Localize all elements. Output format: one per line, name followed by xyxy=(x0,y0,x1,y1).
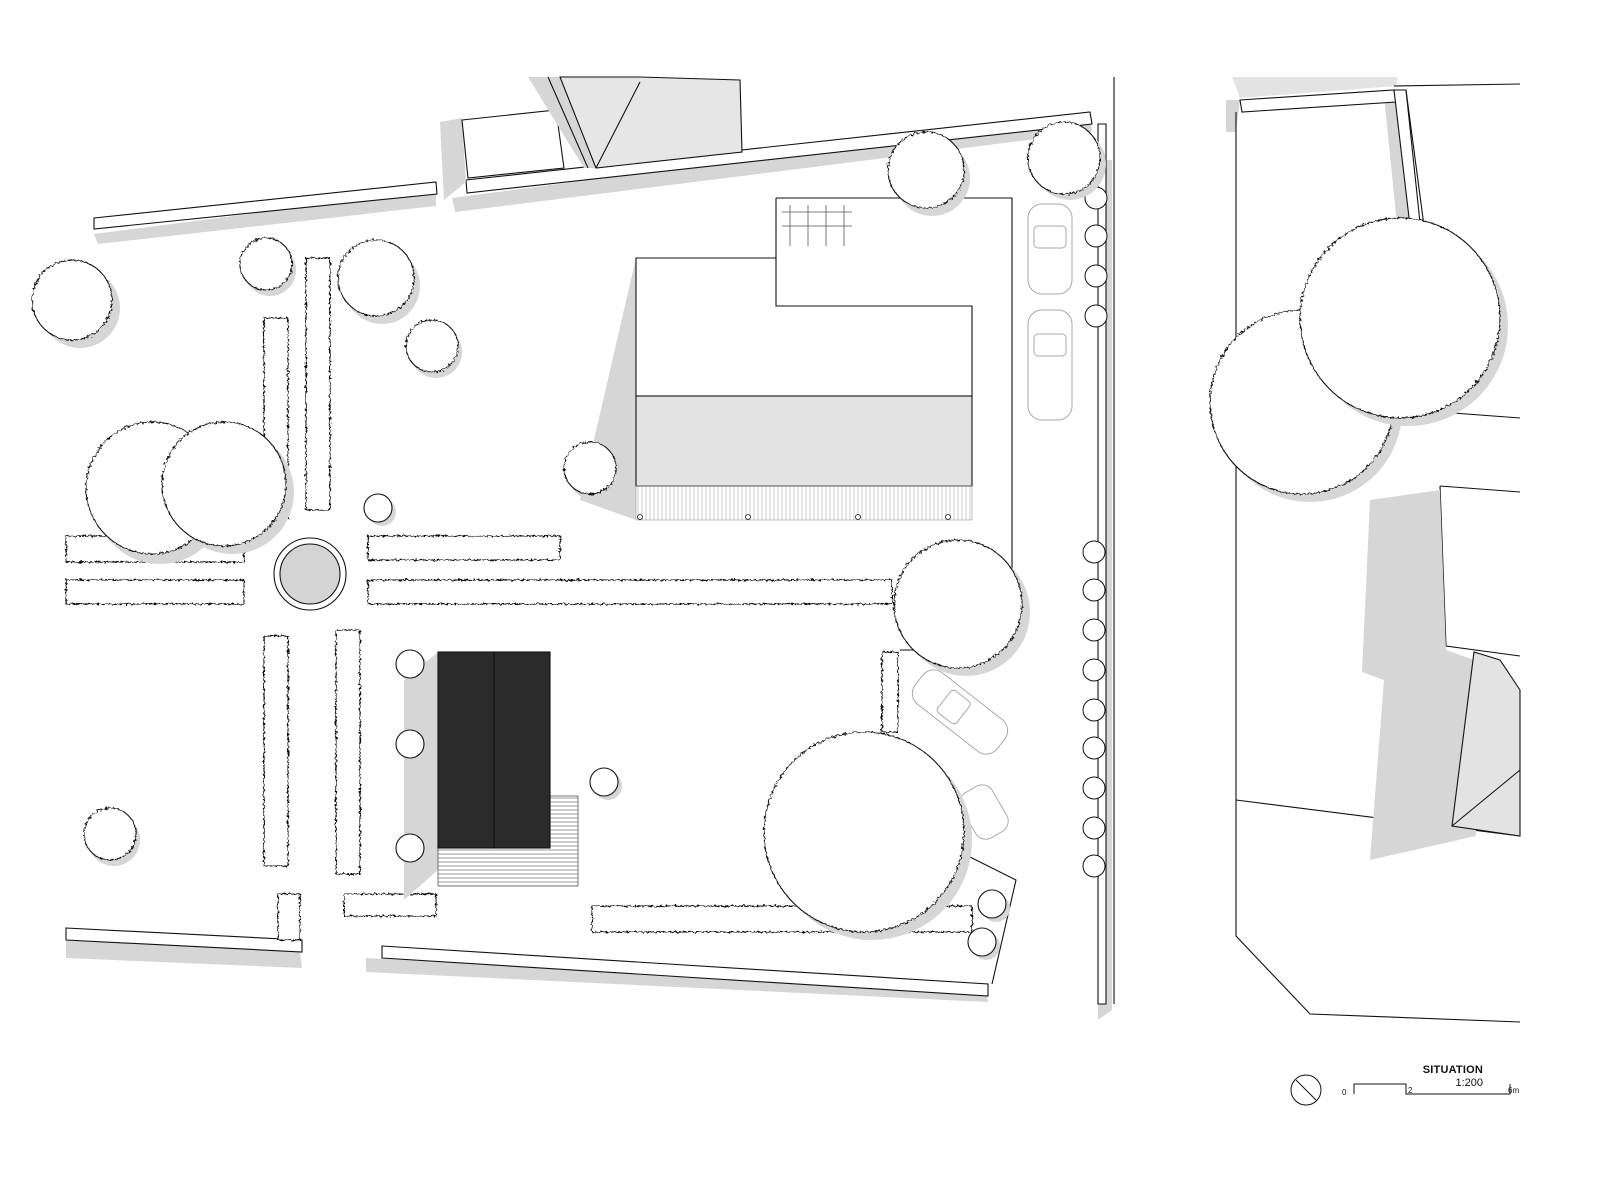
scale-bar-label-6m: 6m xyxy=(1508,1086,1519,1095)
main-building-roof xyxy=(635,257,973,397)
pavilion-roof-west xyxy=(437,651,495,849)
tree xyxy=(977,889,1010,922)
fountain-basin xyxy=(279,543,341,605)
right-building-outline-3 xyxy=(1439,485,1521,657)
neighbour-shed xyxy=(461,109,565,179)
north-wall-west xyxy=(93,181,438,230)
tree xyxy=(589,767,622,800)
tree xyxy=(893,539,1030,676)
tree xyxy=(395,729,428,762)
car xyxy=(1027,309,1073,421)
hedge xyxy=(335,629,361,875)
right-wall-shadow xyxy=(1226,100,1240,132)
south-wall-shadow-west xyxy=(66,938,302,968)
trees xyxy=(31,121,1106,960)
south-wall-west xyxy=(65,927,303,953)
right-site xyxy=(1209,77,1521,1023)
tree xyxy=(1299,217,1508,426)
neighbour-house-ridge xyxy=(595,81,641,169)
hedge xyxy=(367,579,893,605)
hedge xyxy=(881,651,899,733)
right-plot-line xyxy=(1235,112,1521,1023)
right-building-roof xyxy=(1451,651,1521,837)
drawing-scale: 1:200 xyxy=(1455,1077,1483,1090)
tree xyxy=(83,807,140,866)
north-arrow-icon xyxy=(1290,1074,1322,1106)
neighbour-house-roof xyxy=(559,76,743,169)
hedge xyxy=(305,257,331,511)
pavilion-roof-east xyxy=(493,651,551,849)
car xyxy=(1027,203,1073,295)
north-wall-shadow xyxy=(94,190,436,244)
parked-cars xyxy=(911,203,1073,840)
tree xyxy=(363,493,396,526)
tree xyxy=(395,833,428,866)
right-plot-line-north xyxy=(1393,83,1521,87)
neighbour-house-edge xyxy=(547,76,589,169)
scale-bar-label-0: 0 xyxy=(1342,1088,1347,1097)
tree xyxy=(763,731,972,940)
north-wall-east xyxy=(465,111,1093,194)
bike-rack xyxy=(782,205,852,246)
hedge xyxy=(343,893,437,917)
tree xyxy=(405,319,462,378)
left-site xyxy=(31,76,1115,1020)
scale-bar xyxy=(1353,1083,1511,1095)
neighbour-house-shadow xyxy=(528,77,600,168)
main-building-roof-lower xyxy=(635,395,973,487)
south-wall-east xyxy=(381,945,989,997)
tree xyxy=(1027,121,1106,200)
right-building-ridge xyxy=(1451,769,1521,827)
south-wall-shadow-east xyxy=(366,958,988,1002)
tree xyxy=(395,649,428,682)
car-window xyxy=(936,689,971,725)
hedge xyxy=(367,535,561,561)
right-building-shadow xyxy=(1362,490,1476,860)
tree xyxy=(161,421,294,554)
right-neighbour-roof-top xyxy=(1232,77,1398,98)
right-building-outline-2 xyxy=(1439,485,1521,493)
terrace-posts xyxy=(637,514,951,520)
car-window xyxy=(1033,333,1067,357)
tree xyxy=(967,927,1000,960)
plot-boundary-south xyxy=(967,855,1017,985)
car-window xyxy=(1033,225,1067,249)
drawing-title: SITUATION xyxy=(1422,1064,1483,1076)
hedge xyxy=(263,635,289,867)
tree xyxy=(563,441,620,500)
scale-bar-label-2: 2 xyxy=(1408,1086,1413,1095)
street-trees xyxy=(1082,186,1108,878)
tree xyxy=(887,131,970,216)
tree xyxy=(31,259,120,348)
drawing-title-block: SITUATION 1:200 xyxy=(1423,1064,1483,1090)
neighbour-shed-shadow xyxy=(440,118,466,200)
tree xyxy=(239,237,296,296)
hedge xyxy=(65,579,245,605)
main-building-terrace xyxy=(635,485,973,521)
right-trees xyxy=(1209,217,1508,502)
tree xyxy=(337,239,420,324)
hedge xyxy=(277,893,301,941)
